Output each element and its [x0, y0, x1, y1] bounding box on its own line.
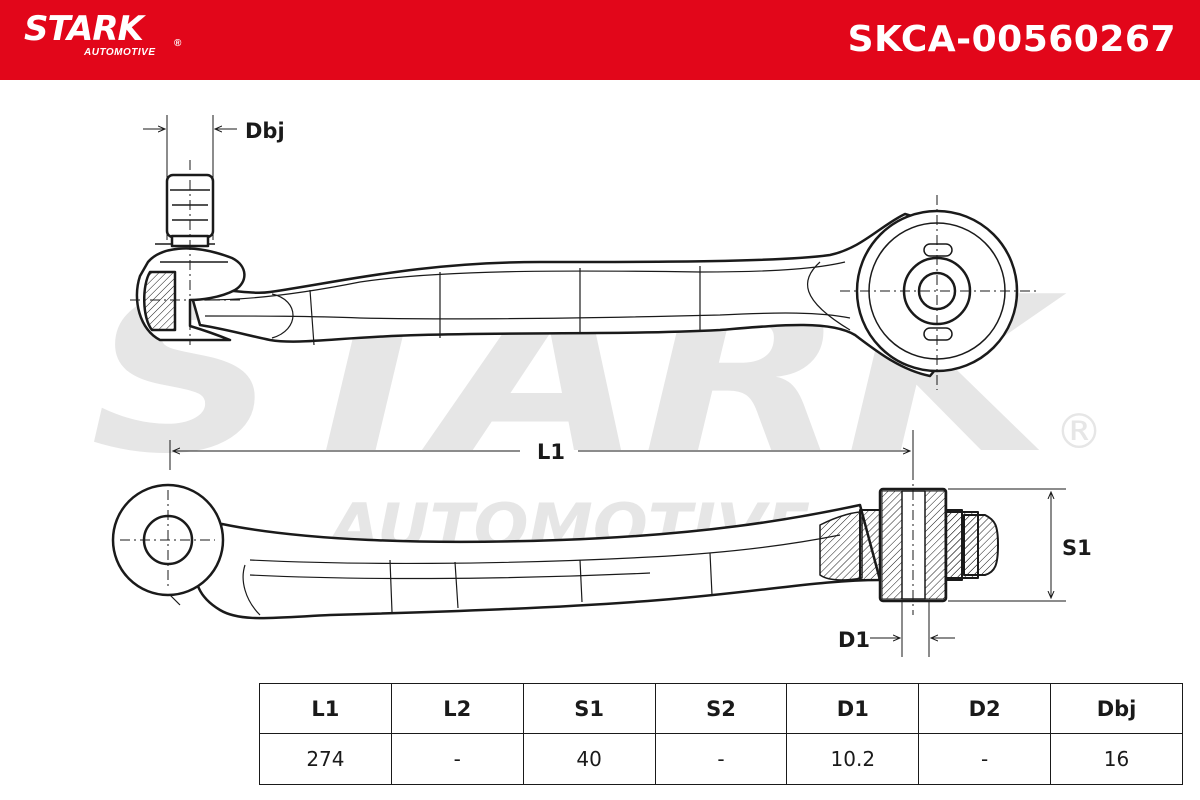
spec-header-cell: D2 [918, 683, 1052, 734]
header-bar: STARK ® AUTOMOTIVE SKCA-00560267 [0, 0, 1200, 80]
spec-header-cell: S2 [654, 683, 788, 734]
specification-table: L1 L2 S1 S2 D1 D2 Dbj 274 - 40 - 10.2 - … [259, 683, 1183, 785]
spec-header-cell: L1 [259, 683, 392, 734]
spec-value-cell: - [654, 733, 788, 785]
l1-label: L1 [537, 440, 565, 464]
s1-label: S1 [1062, 536, 1092, 560]
spec-value-row: 274 - 40 - 10.2 - 16 [259, 733, 1183, 785]
logo-tagline: AUTOMOTIVE [84, 47, 156, 58]
spec-value-cell: - [390, 733, 524, 785]
dimension-l1 [169, 430, 914, 470]
spec-header-cell: S1 [522, 683, 656, 734]
d1-label: D1 [838, 628, 870, 652]
dbj-label: Dbj [245, 119, 285, 143]
dimension-s1-d1 [120, 470, 1066, 657]
control-arm-side-view [111, 483, 999, 620]
logo-wordmark: STARK [24, 9, 144, 49]
spec-value-cell: 10.2 [786, 733, 920, 785]
spec-value-cell: 16 [1050, 733, 1183, 785]
technical-drawing: STARK AUTOMOTIVE ® [90, 115, 1103, 657]
dimension-dbj [130, 115, 1040, 390]
spec-header-row: L1 L2 S1 S2 D1 D2 Dbj [259, 683, 1183, 734]
spec-header-cell: Dbj [1050, 683, 1183, 734]
spec-header-cell: L2 [390, 683, 524, 734]
spec-value-cell: 274 [259, 733, 392, 785]
stark-logo: STARK ® AUTOMOTIVE [24, 9, 181, 58]
part-number: SKCA-00560267 [847, 19, 1176, 60]
spec-header-cell: D1 [786, 683, 920, 734]
spec-value-cell: 40 [522, 733, 656, 785]
logo-registered-mark: ® [174, 38, 182, 49]
watermark-registered: ® [1055, 404, 1103, 460]
spec-value-cell: - [918, 733, 1052, 785]
